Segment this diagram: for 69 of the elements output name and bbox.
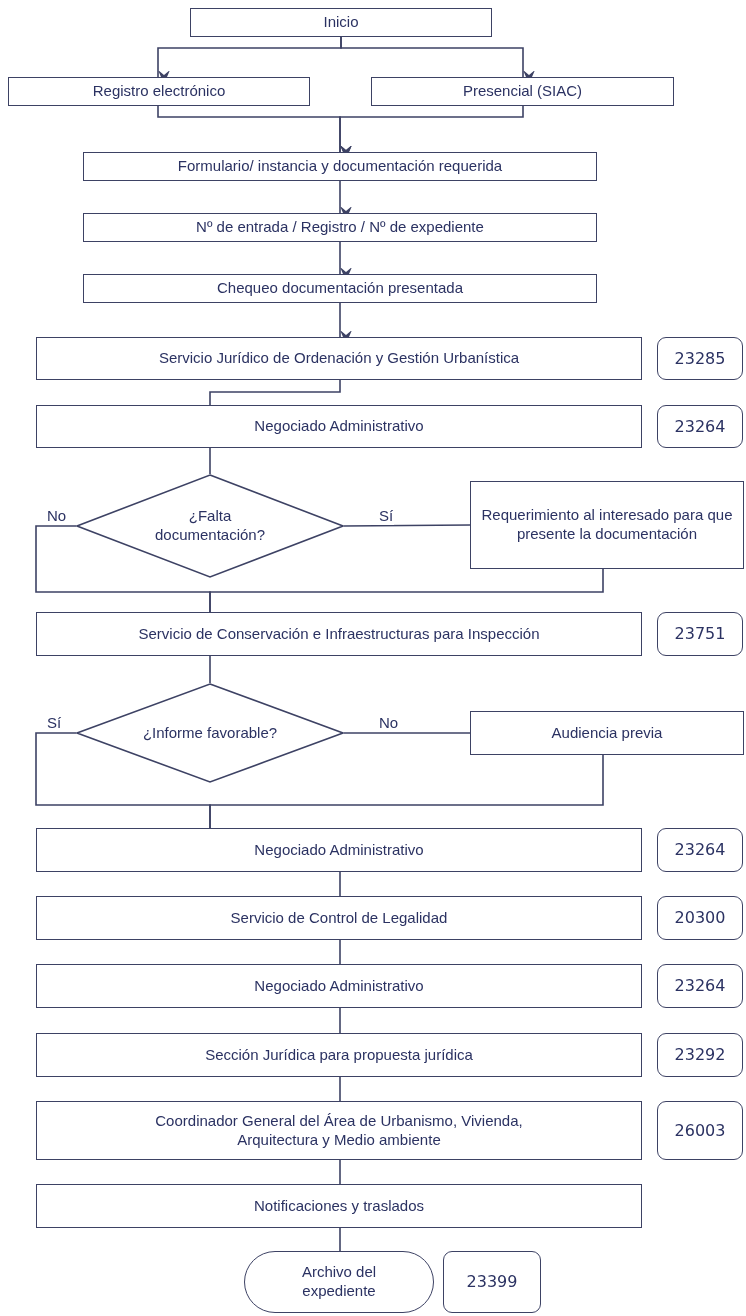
process-box xyxy=(83,274,597,303)
process-box xyxy=(470,481,744,569)
process-box xyxy=(36,1184,642,1228)
step-label: Servicio de Conservación e Infraestructuras para Inspección xyxy=(138,624,540,644)
connector-line xyxy=(339,871,341,897)
code-number: 23264 xyxy=(674,416,726,437)
step-label: Registro electrónico xyxy=(92,82,226,101)
connector-line xyxy=(343,524,471,527)
connector-line xyxy=(209,568,604,613)
code-box xyxy=(443,1251,541,1313)
step-label: Negociado Administrativo xyxy=(254,417,424,436)
terminal-label: Archivo del expediente xyxy=(300,1263,378,1301)
code-box xyxy=(657,1033,743,1077)
connector-line xyxy=(209,655,211,684)
process-box xyxy=(36,337,642,380)
process-box xyxy=(470,711,744,755)
connector-line xyxy=(339,1076,341,1102)
code-box xyxy=(657,964,743,1008)
code-box xyxy=(657,337,743,380)
step-label: Negociado Administrativo xyxy=(254,840,424,860)
step-label: Audiencia previa xyxy=(551,723,663,743)
connector-line xyxy=(343,732,471,734)
connector-line xyxy=(209,447,211,475)
decision-question: ¿Informe favorable? xyxy=(141,723,279,743)
code-number: 23285 xyxy=(674,348,726,369)
code-box xyxy=(657,1101,743,1160)
code-box xyxy=(657,612,743,656)
step-label: Servicio de Control de Legalidad xyxy=(230,908,448,928)
step-label: Nº de entrada / Registro / Nº de expediente xyxy=(196,218,484,237)
process-box xyxy=(36,828,642,872)
decision-question: ¿Falta documentación? xyxy=(153,507,267,545)
connector-line xyxy=(339,939,341,965)
connector-line xyxy=(339,1007,341,1034)
step-label: Requerimiento al interesado para que presente la documentación xyxy=(480,506,734,544)
step-label: Inicio xyxy=(323,13,359,32)
step-label: Chequeo documentación presentada xyxy=(217,279,463,298)
connector-line xyxy=(209,754,604,829)
process-box xyxy=(190,8,492,37)
code-number: 23751 xyxy=(674,624,726,644)
edge-label: Sí xyxy=(378,507,395,525)
code-box xyxy=(657,896,743,940)
process-box xyxy=(36,1033,642,1077)
code-number: 23264 xyxy=(674,840,726,860)
connector-line xyxy=(339,1227,341,1252)
process-box xyxy=(36,896,642,940)
code-number: 23264 xyxy=(674,976,726,996)
code-box xyxy=(657,828,743,872)
process-box xyxy=(36,964,642,1008)
process-box xyxy=(8,77,310,106)
step-label: Notificaciones y traslados xyxy=(253,1196,425,1216)
code-number: 20300 xyxy=(674,908,726,928)
connector-line xyxy=(339,1159,341,1185)
process-box xyxy=(83,152,597,181)
process-box xyxy=(83,213,597,242)
step-label: Negociado Administrativo xyxy=(254,976,424,996)
code-number: 23399 xyxy=(466,1272,518,1292)
step-label: Formulario/ instancia y documentación requerida xyxy=(177,157,503,176)
process-box xyxy=(36,1101,642,1160)
code-number: 23292 xyxy=(674,1045,726,1065)
process-box xyxy=(371,77,674,106)
connector-line xyxy=(209,379,341,406)
step-label: Coordinador General del Área de Urbanismo, Vivienda, Arquitectura y Medio ambiente xyxy=(154,1111,524,1150)
step-label: Servicio Jurídico de Ordenación y Gestión Urbanística xyxy=(158,349,520,368)
step-label: Presencial (SIAC) xyxy=(462,82,583,101)
process-box xyxy=(36,612,642,656)
process-box xyxy=(36,405,642,448)
step-label: Sección Jurídica para propuesta jurídica xyxy=(205,1045,473,1065)
code-box xyxy=(657,405,743,448)
code-number: 26003 xyxy=(674,1120,726,1141)
